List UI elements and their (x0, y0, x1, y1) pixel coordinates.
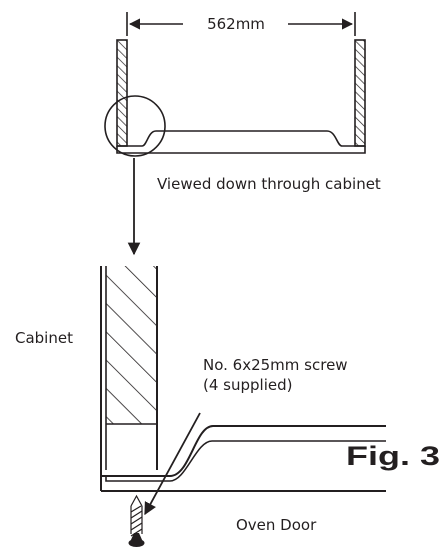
screw-label-line2: (4 supplied) (203, 376, 292, 394)
oven-door-label: Oven Door (236, 516, 317, 534)
oven-profile-top (117, 130, 365, 147)
detail-circle (104, 95, 166, 157)
detail-view (100, 266, 386, 547)
top-view: 562mm Viewed down through cabinet (104, 12, 381, 193)
cabinet-wall-right-top (354, 39, 366, 147)
cabinet-label: Cabinet (15, 329, 73, 347)
oven-profile-inner (105, 440, 386, 482)
screw-label-line1: No. 6x25mm screw (203, 356, 348, 374)
figure-number: Fig. 3 (346, 441, 440, 471)
top-view-caption: Viewed down through cabinet (157, 175, 381, 193)
cabinet-wall-left-top (116, 39, 128, 147)
width-dimension-label: 562mm (207, 15, 265, 33)
oven-profile-outer (101, 425, 386, 477)
screw-leader-arrow (144, 412, 201, 516)
screw-icon (128, 494, 145, 547)
cabinet-panel-hatched (106, 266, 157, 424)
